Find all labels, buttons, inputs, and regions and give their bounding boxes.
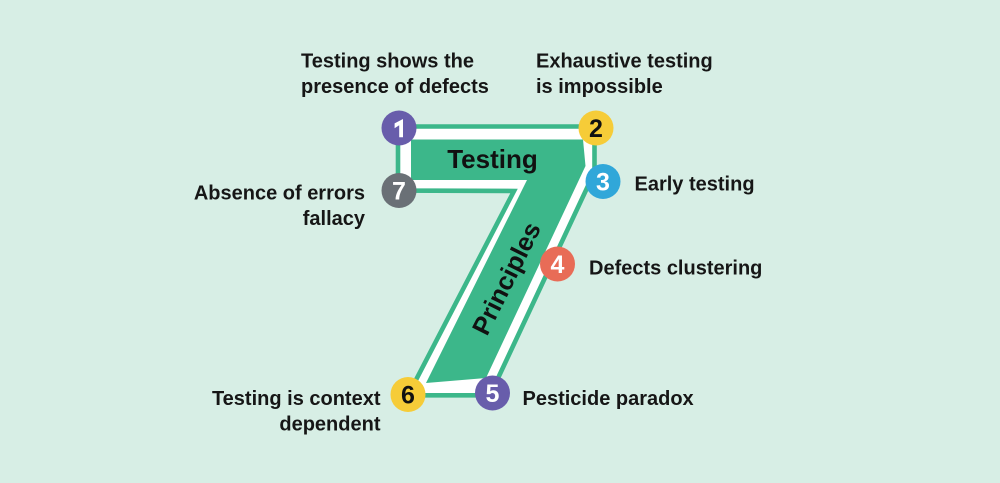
svg-text:Testing: Testing xyxy=(447,144,538,174)
svg-text:6: 6 xyxy=(401,382,415,410)
svg-text:Pesticide paradox: Pesticide paradox xyxy=(523,388,694,410)
svg-text:Testing is context: Testing is context xyxy=(212,388,381,410)
svg-text:presence of defects: presence of defects xyxy=(301,76,489,98)
svg-text:7: 7 xyxy=(392,178,406,206)
svg-text:Defects clustering: Defects clustering xyxy=(589,258,762,280)
svg-text:3: 3 xyxy=(596,169,610,197)
svg-text:Early testing: Early testing xyxy=(635,174,755,196)
svg-text:is impossible: is impossible xyxy=(536,76,663,98)
svg-text:4: 4 xyxy=(551,251,565,279)
svg-text:Exhaustive testing: Exhaustive testing xyxy=(536,51,713,73)
svg-text:Testing shows the: Testing shows the xyxy=(301,51,474,73)
svg-text:Absence of errors: Absence of errors xyxy=(194,183,365,205)
svg-text:fallacy: fallacy xyxy=(303,208,366,230)
svg-text:5: 5 xyxy=(486,380,500,408)
svg-text:2: 2 xyxy=(589,115,603,143)
svg-text:dependent: dependent xyxy=(279,414,380,436)
